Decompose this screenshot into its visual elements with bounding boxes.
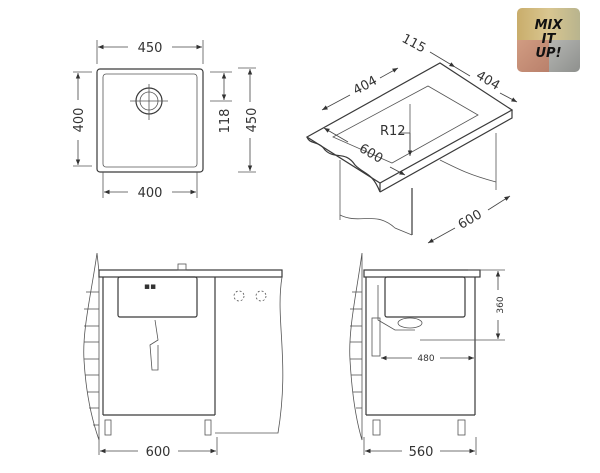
- drain-distance-label: 480: [417, 354, 434, 364]
- wall-bricks: [83, 252, 100, 441]
- radius-label: R12: [380, 124, 406, 139]
- countertop-side: [363, 269, 481, 278]
- svg-text:▪▪: ▪▪: [144, 282, 156, 292]
- iso-length-right-label: 404: [473, 68, 502, 93]
- side-cabinet-depth-label: 560: [409, 445, 434, 460]
- sink-bowl-side: [384, 276, 466, 318]
- sink-outer-rim: [96, 68, 204, 173]
- badge-line-3: UP!: [535, 46, 562, 61]
- drain-icon: [130, 84, 168, 120]
- top-height-outer-label: 450: [245, 108, 260, 133]
- cutout: [332, 85, 479, 164]
- sink-bowl: [102, 73, 198, 168]
- iso-depth-label: 115: [399, 31, 428, 56]
- overflow-pipe: [371, 317, 381, 357]
- front-view: ▪▪ 600: [83, 252, 284, 460]
- front-cabinet-width-label: 600: [146, 445, 171, 460]
- top-view: 450 400 400 118 450: [72, 40, 260, 201]
- side-view: 360 480 560: [349, 252, 506, 460]
- sink-bowl-front: [117, 276, 198, 318]
- cabinet-leg: [104, 419, 112, 436]
- iso-view: 404 115 404 R12 600 600: [305, 31, 518, 244]
- siphon: [149, 319, 159, 371]
- mix-it-up-badge: MIX IT UP!: [517, 8, 580, 72]
- iso-cabinet-front-label: 600: [356, 141, 385, 166]
- badge-line-2: IT: [541, 32, 556, 47]
- iso-length-left-label: 404: [351, 73, 380, 98]
- top-width-outer-label: 450: [138, 41, 163, 56]
- top-width-inner-label: 400: [138, 186, 163, 201]
- cabinet-leg: [204, 419, 212, 436]
- drain-offset-label: 118: [218, 109, 233, 134]
- countertop: [98, 269, 283, 278]
- wall-bricks-side: [349, 252, 363, 441]
- bowl-depth-label: 360: [496, 296, 506, 313]
- top-height-inner-label: 400: [72, 108, 87, 133]
- badge-line-1: MIX: [534, 18, 563, 33]
- iso-cabinet-side-label: 600: [456, 207, 485, 232]
